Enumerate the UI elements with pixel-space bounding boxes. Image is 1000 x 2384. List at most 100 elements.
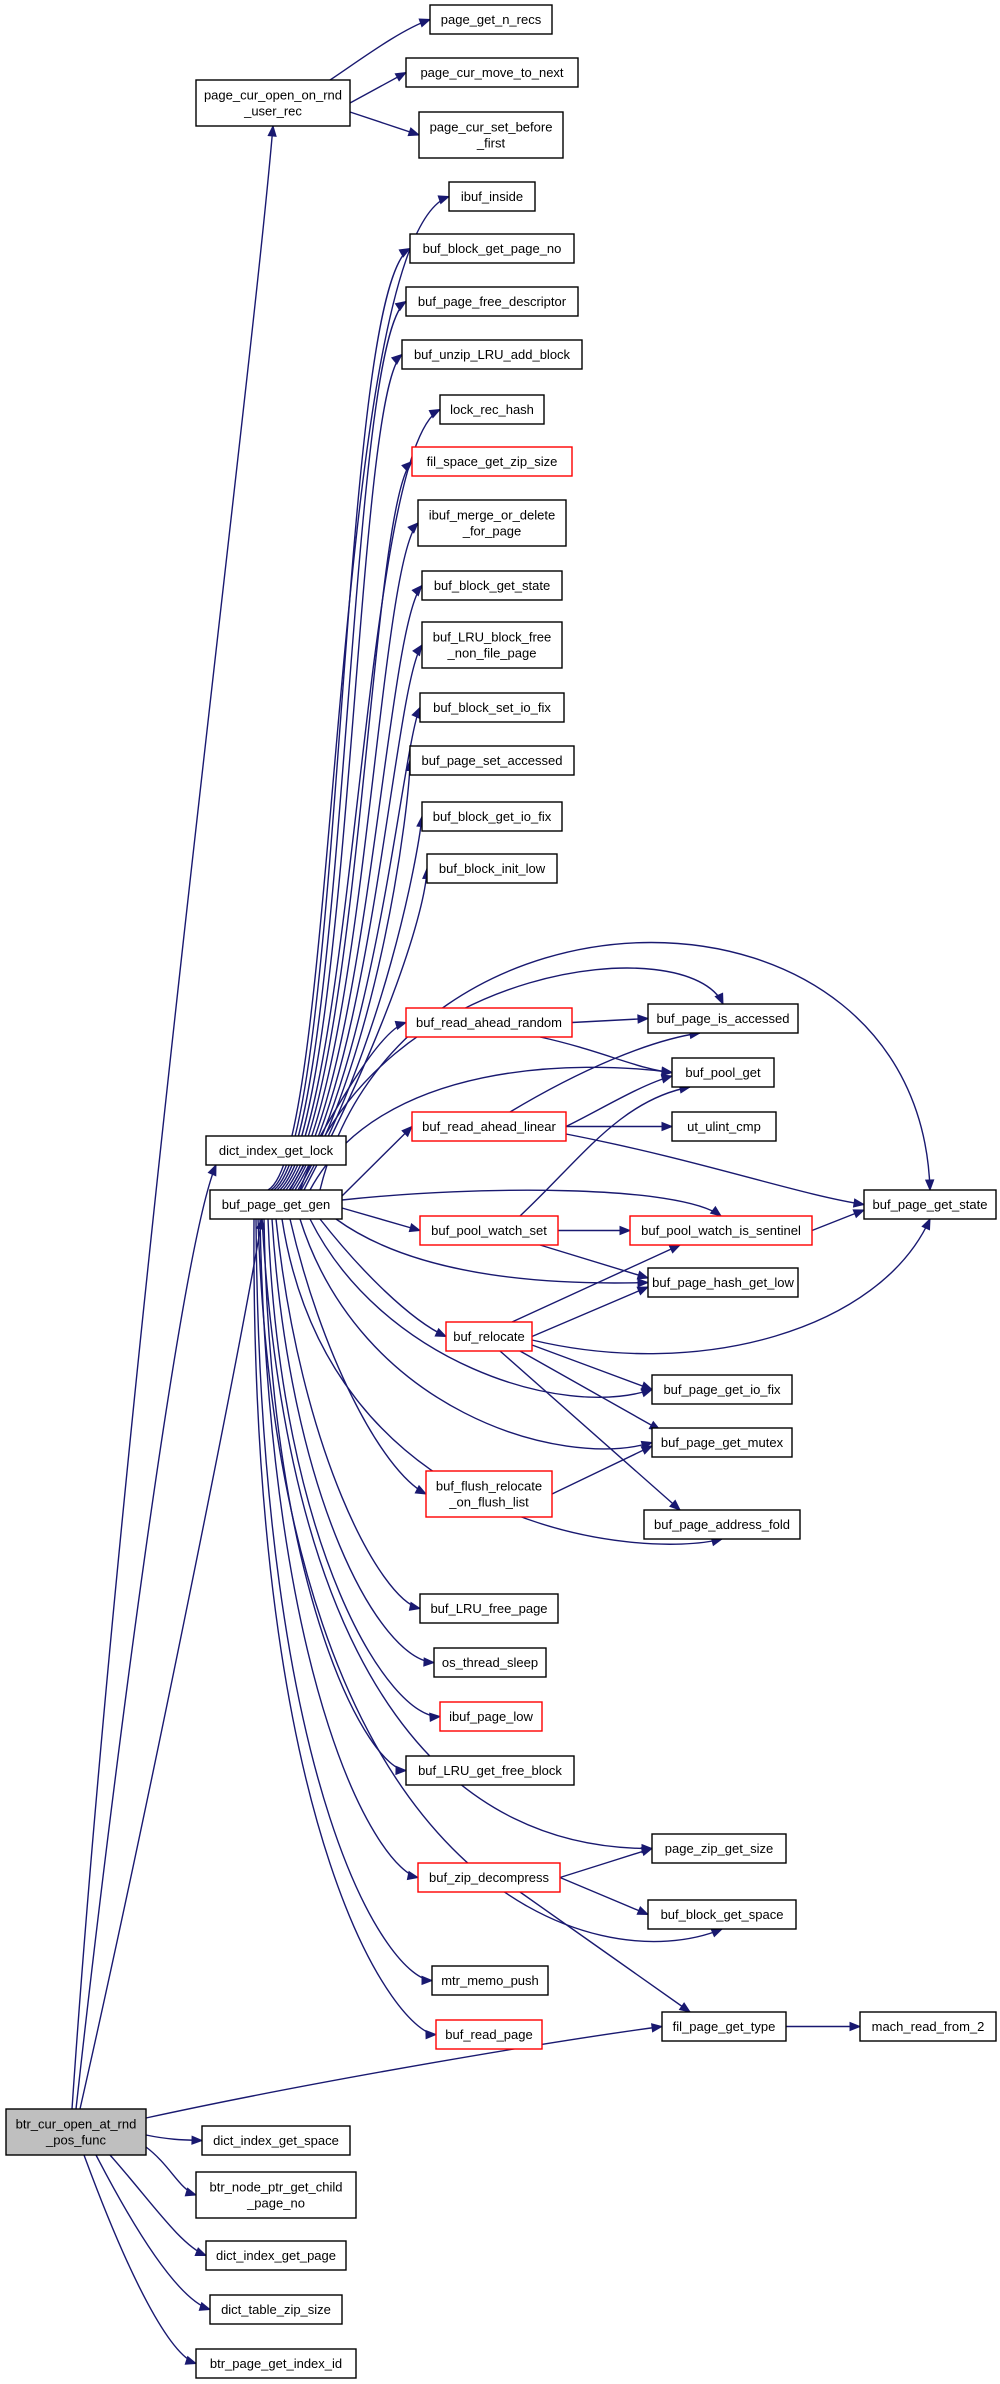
node-buf-pool-watch-is-sentinel[interactable]: buf_pool_watch_is_sentinel xyxy=(629,1215,813,1246)
arrow-head-icon xyxy=(668,1244,682,1254)
node-buf-unzip-LRU-add-block[interactable]: buf_unzip_LRU_add_block xyxy=(401,339,583,370)
node-buf-block-get-io-fix[interactable]: buf_block_get_io_fix xyxy=(421,801,563,832)
node-buf-LRU-get-free-block[interactable]: buf_LRU_get_free_block xyxy=(405,1755,575,1786)
node-buf-page-get-state[interactable]: buf_page_get_state xyxy=(863,1189,997,1220)
node-dict-index-get-page[interactable]: dict_index_get_page xyxy=(205,2240,347,2271)
node-buf-page-address-fold[interactable]: buf_page_address_fold xyxy=(643,1509,801,1540)
edge-line xyxy=(95,2154,211,2311)
arrow-head-icon xyxy=(710,1928,724,1938)
node-dict-index-get-lock[interactable]: dict_index_get_lock xyxy=(205,1135,347,1166)
node-buf-relocate[interactable]: buf_relocate xyxy=(445,1321,533,1352)
node-buf-page-set-accessed[interactable]: buf_page_set_accessed xyxy=(409,745,575,776)
node-buf-LRU-block-free-non-file-page[interactable]: buf_LRU_block_free_non_file_page xyxy=(421,621,563,669)
node-box xyxy=(647,1003,799,1034)
node-fil-space-get-zip-size[interactable]: fil_space_get_zip_size xyxy=(411,446,573,477)
edge-root-to-btr_page_get_index_id xyxy=(83,2154,198,2365)
node-label: page_cur_open_on_rnd xyxy=(204,88,342,103)
edge-root-to-page_cur_open_on_rnd_user_rec xyxy=(71,124,277,2110)
node-box xyxy=(419,1593,559,1624)
node-box xyxy=(425,1470,553,1518)
node-ibuf-merge-or-delete-for-page[interactable]: ibuf_merge_or_delete_for_page xyxy=(417,499,567,547)
node-buf-pool-watch-set[interactable]: buf_pool_watch_set xyxy=(419,1215,559,1246)
node-buf-page-get-io-fix[interactable]: buf_page_get_io_fix xyxy=(651,1374,793,1405)
node-box xyxy=(5,2108,147,2156)
node-buf-page-is-accessed[interactable]: buf_page_is_accessed xyxy=(647,1003,799,1034)
node-label: dict_table_zip_size xyxy=(221,2302,331,2317)
node-buf-block-init-low[interactable]: buf_block_init_low xyxy=(426,853,558,884)
node-ut-ulint-cmp[interactable]: ut_ulint_cmp xyxy=(671,1111,777,1142)
node-box xyxy=(205,1135,347,1166)
edge-page_cur_open_on_rnd_user_rec-to-page_cur_move_to_next xyxy=(349,71,408,104)
node-buf-pool-get[interactable]: buf_pool_get xyxy=(671,1057,775,1088)
node-page-zip-get-size[interactable]: page_zip_get_size xyxy=(651,1833,787,1864)
edge-line xyxy=(319,942,931,1191)
node-btr-page-get-index-id[interactable]: btr_page_get_index_id xyxy=(195,2348,357,2379)
node-buf-page-get-mutex[interactable]: buf_page_get_mutex xyxy=(651,1427,793,1458)
edge-buf_page_get_gen-to-buf_zip_decompress xyxy=(259,1218,420,1881)
node-buf-page-free-descriptor[interactable]: buf_page_free_descriptor xyxy=(405,286,579,317)
edge-root-to-dict_index_get_space xyxy=(145,2134,204,2145)
arrow-head-icon xyxy=(661,1066,674,1077)
node-label: page_cur_move_to_next xyxy=(420,65,563,80)
edge-buf_relocate-to-buf_page_address_fold xyxy=(499,1350,682,1511)
edge-buf_page_get_gen-to-buf_page_get_state xyxy=(319,942,935,1192)
edge-buf_page_get_gen-to-buf_block_get_state xyxy=(288,584,423,1191)
node-mach-read-from-2[interactable]: mach_read_from_2 xyxy=(859,2011,997,2042)
node-page-cur-open-on-rnd-user-rec[interactable]: page_cur_open_on_rnd_user_rec xyxy=(195,79,351,127)
edge-line xyxy=(267,195,450,1191)
node-dict-table-zip-size[interactable]: dict_table_zip_size xyxy=(209,2294,343,2325)
edge-line xyxy=(276,353,403,1191)
node-page-get-n-recs[interactable]: page_get_n_recs xyxy=(429,4,553,35)
node-mtr-memo-push[interactable]: mtr_memo_push xyxy=(431,1965,549,1996)
edge-line xyxy=(267,1218,441,1718)
arrow-head-icon xyxy=(429,1712,442,1722)
node-label: _pos_func xyxy=(45,2133,106,2148)
edge-line xyxy=(519,1350,661,1431)
node-os-thread-sleep[interactable]: os_thread_sleep xyxy=(433,1647,547,1678)
node-label: ibuf_inside xyxy=(461,189,523,204)
node-ibuf-inside[interactable]: ibuf_inside xyxy=(448,181,536,212)
node-buf-flush-relocate-on-flush-list[interactable]: buf_flush_relocate_on_flush_list xyxy=(425,1470,553,1518)
edge-buf_page_get_gen-to-buf_page_is_accessed xyxy=(299,967,724,1191)
node-label: buf_read_ahead_linear xyxy=(422,1119,556,1134)
node-box xyxy=(647,1899,797,1930)
node-label: _on_flush_list xyxy=(448,1495,529,1510)
node-fil-page-get-type[interactable]: fil_page_get_type xyxy=(661,2011,787,2042)
arrow-head-icon xyxy=(661,1121,674,1132)
edge-line xyxy=(559,1847,653,1879)
node-ibuf-page-low[interactable]: ibuf_page_low xyxy=(439,1701,543,1732)
node-btr-node-ptr-get-child-page-no[interactable]: btr_node_ptr_get_child_page_no xyxy=(195,2171,357,2219)
arrow-head-icon xyxy=(407,127,421,137)
node-page-cur-set-before-first[interactable]: page_cur_set_before_first xyxy=(418,111,564,159)
node-box xyxy=(419,692,565,723)
edge-line xyxy=(297,760,411,1191)
node-buf-block-get-page-no[interactable]: buf_block_get_page_no xyxy=(409,233,575,264)
arrow-head-icon xyxy=(637,1278,650,1288)
edge-buf_page_get_gen-to-buf_LRU_get_free_block xyxy=(263,1218,408,1776)
node-root[interactable]: btr_cur_open_at_rnd_pos_func xyxy=(5,2108,147,2156)
edge-buf_page_get_gen-to-mtr_memo_push xyxy=(255,1218,434,1986)
node-buf-read-ahead-random[interactable]: buf_read_ahead_random xyxy=(405,1007,573,1038)
node-lock-rec-hash[interactable]: lock_rec_hash xyxy=(439,394,545,425)
arrow-head-icon xyxy=(198,2301,212,2311)
edge-line xyxy=(519,1891,691,2013)
node-label: buf_page_free_descriptor xyxy=(418,294,567,309)
node-dict-index-get-space[interactable]: dict_index_get_space xyxy=(201,2125,351,2156)
node-buf-block-set-io-fix[interactable]: buf_block_set_io_fix xyxy=(419,692,565,723)
node-buf-page-get-gen[interactable]: buf_page_get_gen xyxy=(209,1189,343,1220)
node-label: btr_node_ptr_get_child xyxy=(210,2180,343,2195)
arrow-head-icon xyxy=(184,2187,198,2197)
node-label: buf_block_get_io_fix xyxy=(433,809,552,824)
edge-buf_pool_watch_is_sentinel-to-buf_page_get_state xyxy=(811,1209,866,1232)
node-buf-zip-decompress[interactable]: buf_zip_decompress xyxy=(417,1862,561,1893)
node-buf-read-ahead-linear[interactable]: buf_read_ahead_linear xyxy=(411,1111,567,1142)
node-box xyxy=(629,1215,813,1246)
node-buf-LRU-free-page[interactable]: buf_LRU_free_page xyxy=(419,1593,559,1624)
edge-buf_flush_relocate_on_flush_list-to-buf_page_get_mutex xyxy=(551,1445,654,1495)
node-label: buf_page_address_fold xyxy=(654,1517,790,1532)
node-buf-page-hash-get-low[interactable]: buf_page_hash_get_low xyxy=(647,1267,799,1298)
node-page-cur-move-to-next[interactable]: page_cur_move_to_next xyxy=(405,57,579,88)
node-buf-block-get-space[interactable]: buf_block_get_space xyxy=(647,1899,797,1930)
node-buf-block-get-state[interactable]: buf_block_get_state xyxy=(421,570,563,601)
node-buf-read-page[interactable]: buf_read_page xyxy=(435,2019,543,2050)
